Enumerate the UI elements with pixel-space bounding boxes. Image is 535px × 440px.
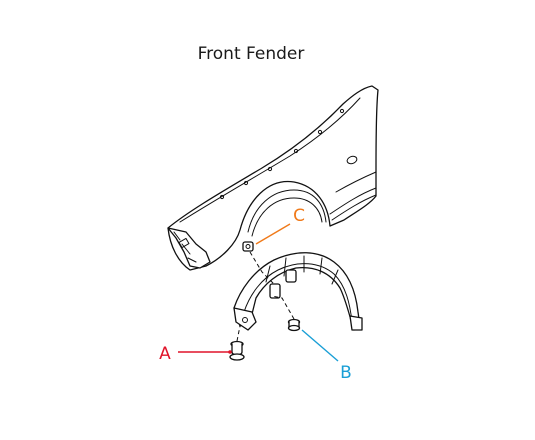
inner-fender-liner <box>233 252 363 331</box>
assembly-line-a <box>236 325 241 342</box>
callout-a: A <box>159 344 232 364</box>
fastener-b-screw <box>287 318 301 332</box>
fastener-a-clip <box>229 340 245 361</box>
callout-b-leader <box>301 329 339 362</box>
callout-a-label: A <box>159 344 171 364</box>
callout-c-label: C <box>293 206 305 226</box>
callout-b-label: B <box>340 363 352 383</box>
callout-b: B <box>301 329 352 383</box>
fender-panel <box>167 85 379 271</box>
assembly-line-b <box>271 295 295 320</box>
diagram-title: Front Fender <box>198 44 305 64</box>
assembly-line-c <box>249 251 275 285</box>
callout-c: C <box>255 206 305 245</box>
callout-c-leader <box>255 223 291 245</box>
callout-a-endpoint <box>228 350 232 354</box>
